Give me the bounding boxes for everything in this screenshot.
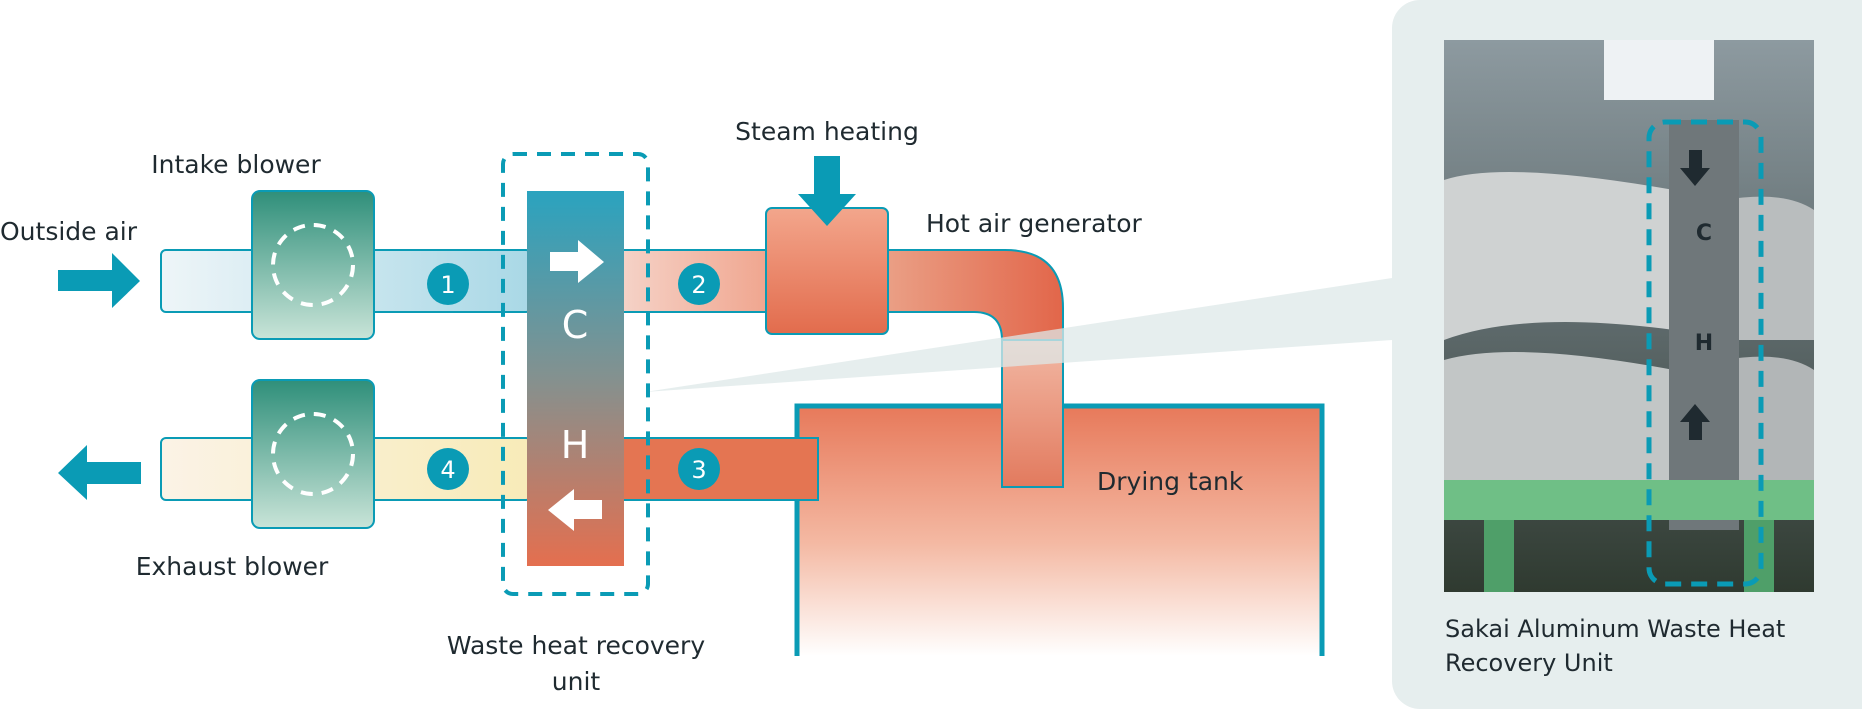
arrow-right-icon (58, 253, 140, 308)
exhaust-blower (251, 379, 375, 529)
photo-c-label: C (1696, 221, 1712, 246)
marker-2: 2 (678, 263, 720, 305)
intake-blower-label: Intake blower (151, 150, 321, 179)
fan-icon (271, 223, 355, 307)
steam-heating-label: Steam heating (735, 117, 919, 146)
arrow-right-icon (550, 240, 604, 283)
drying-tank-label: Drying tank (1097, 467, 1244, 496)
svg-text:1: 1 (440, 271, 455, 299)
svg-text:4: 4 (440, 456, 455, 484)
hot-side-label: H (561, 423, 590, 467)
return-duct (619, 437, 819, 501)
photo-h-label: H (1695, 331, 1713, 356)
waste-heat-recovery-unit: C H (501, 152, 650, 596)
marker-3: 3 (678, 448, 720, 490)
callout-beam (645, 278, 1392, 392)
cold-side-label: C (562, 303, 589, 347)
svg-text:3: 3 (691, 456, 706, 484)
hot-air-generator-box (765, 207, 889, 335)
arrow-left-icon (548, 489, 602, 531)
exhaust-blower-label: Exhaust blower (136, 552, 329, 581)
marker-4: 4 (427, 448, 469, 490)
arrow-left-icon (58, 445, 141, 500)
waste-heat-unit-label-line2: unit (552, 667, 601, 696)
unit-photo: C H (1444, 40, 1814, 592)
marker-1: 1 (427, 263, 469, 305)
intake-blower (251, 190, 375, 340)
outside-air-label: Outside air (0, 217, 138, 246)
photo-caption: Sakai Aluminum Waste Heat Recovery Unit (1445, 615, 1786, 677)
hot-air-generator-label: Hot air generator (926, 209, 1143, 238)
arrow-down-icon (798, 156, 856, 226)
waste-heat-unit-label-line1: Waste heat recovery (447, 631, 705, 660)
fan-icon (271, 412, 355, 496)
svg-text:2: 2 (691, 271, 706, 299)
